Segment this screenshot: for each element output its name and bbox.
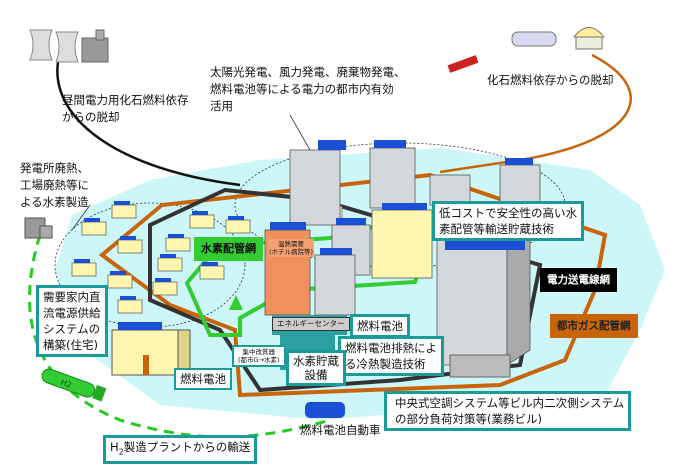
label-line: る冷熱製造技術 xyxy=(345,357,426,371)
h2-transport-route xyxy=(28,234,331,439)
label-waste-heat-h2: 発電所廃熱、 工場廃熱等に よる水素製造 xyxy=(20,160,89,211)
label-gas-pipeline: 都市ガス配管網 xyxy=(550,314,638,338)
label-line: 活用 xyxy=(210,99,233,113)
label-fc-vehicle: 燃料電池自動車 xyxy=(300,423,381,437)
label-line: 中央式空調システム等ビル内二次側システム xyxy=(395,396,625,410)
train-icon xyxy=(447,55,479,73)
label-fossil-daytime: 昼間電力用化石燃料依存 からの脱却 xyxy=(62,92,189,126)
label-line: よる水素製造 xyxy=(20,195,89,209)
label-line: 水素貯蔵 xyxy=(293,354,339,368)
label-energy-center: エネルギーセンター xyxy=(272,317,350,331)
label-line: 集中改質器 xyxy=(242,348,276,356)
power-plant-icon xyxy=(29,29,109,63)
box-central-reformer: 集中改質器 (都市G→水素) xyxy=(232,345,286,367)
label-line: (都市G→水素) xyxy=(238,356,280,364)
label-part: H xyxy=(110,440,119,454)
houses xyxy=(71,204,343,314)
box-fc-exhaust-cooling: 燃料電池排熱によ る冷熱製造技術 xyxy=(338,336,444,376)
label-fuel-cell-center: 燃料電池 xyxy=(350,314,410,338)
fuel-cell-vehicle-icon xyxy=(305,402,345,418)
box-dc-supply: 需要家内直 流電源供給 システムの 構築(住宅) xyxy=(36,285,108,357)
gas-network xyxy=(98,172,608,398)
label-line: 低コストで安全性の高い水 xyxy=(439,206,577,220)
label-part: 製造プラントからの輸送 xyxy=(123,440,251,454)
label-line: 太陽光発電、風力発電、廃棄物発電、 xyxy=(210,65,406,79)
large-house xyxy=(111,322,191,376)
label-line: 昼間電力用化石燃料依存 xyxy=(62,93,189,107)
label-line: の部分負荷対策等(業務ビル) xyxy=(395,412,542,426)
factory-icon xyxy=(24,217,53,239)
label-line: 流電源供給 xyxy=(43,306,101,320)
leader-line xyxy=(71,204,91,231)
label-line: 燃料電池排熱によ xyxy=(345,341,437,355)
label-fuel-cell-house: 燃料電池 xyxy=(174,368,232,390)
label-line: 温熱需要 xyxy=(278,240,305,248)
label-line: 設備 xyxy=(304,368,328,382)
h2-tanker-icon: H2 xyxy=(41,368,107,402)
leader-line xyxy=(289,114,311,151)
label-line: 需要家内直 xyxy=(43,290,101,304)
tanker-mark: H2 xyxy=(59,378,73,390)
fossil-gas-line xyxy=(439,53,632,174)
label-line: (ホテル病院等) xyxy=(269,248,314,256)
label-line: 工場廃熱等に xyxy=(20,178,89,192)
box-h2-plant-transport: H2製造プラントからの輸送 xyxy=(103,435,258,465)
box-hvac-partial-load: 中央式空調システム等ビル内二次側システム の部分負荷対策等(業務ビル) xyxy=(384,391,632,431)
label-fossil-escape: 化石燃料依存からの脱却 xyxy=(487,73,614,87)
box-h2-transport-tech: 低コストで安全性の高い水 素配管等輸送貯蔵技術 xyxy=(432,201,584,241)
label-line: 燃料電池等による電力の都市内有効 xyxy=(210,82,394,96)
label-line: 発電所廃熱、 xyxy=(20,161,89,175)
box-h2-storage: 水素貯蔵 設備 xyxy=(286,350,346,386)
label-heat-demand: 温熱需要 (ホテル病院等) xyxy=(268,239,315,257)
fossil-power-line xyxy=(56,61,241,187)
h2-arrow xyxy=(229,295,243,310)
label-power-grid: 電力送電線網 xyxy=(540,268,617,292)
label-part: 2 xyxy=(118,447,124,457)
label-line: 構築(住宅) xyxy=(43,338,98,352)
label-urban-power: 太陽光発電、風力発電、廃棄物発電、 燃料電池等による電力の都市内有効 活用 xyxy=(210,64,406,115)
label-h2-pipeline: 水素配管網 xyxy=(194,237,263,261)
lng-tank-icon xyxy=(511,27,606,50)
label-line: 素配管等輸送貯蔵技術 xyxy=(439,222,554,236)
label-line: システムの xyxy=(43,322,101,336)
label-line: からの脱却 xyxy=(62,110,120,124)
